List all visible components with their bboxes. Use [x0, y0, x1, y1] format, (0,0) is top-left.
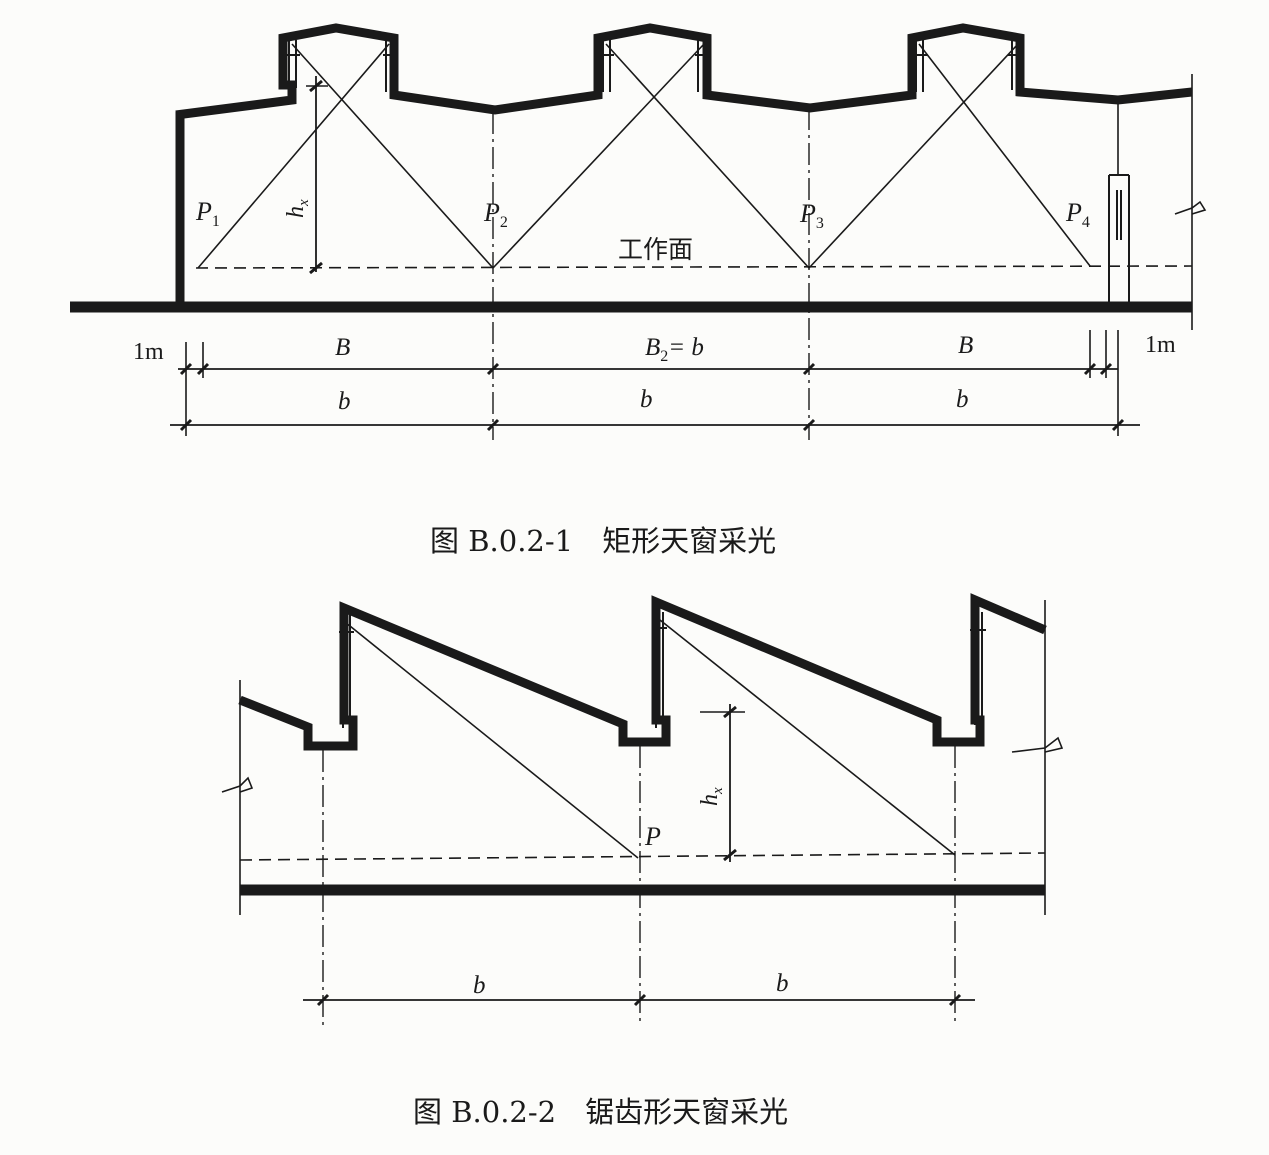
- point-label-p2: P2: [483, 198, 508, 231]
- point-label-p: P: [644, 822, 661, 851]
- work-plane-line: [195, 265, 1193, 269]
- dim-label-1m-right: 1m: [1145, 332, 1176, 358]
- break-mark-right: [1011, 736, 1064, 753]
- sight-lines: [197, 43, 1091, 269]
- sight-line: [344, 621, 639, 859]
- point-label-p3: P3: [799, 199, 824, 232]
- dim-label-bottom: b: [473, 972, 486, 999]
- dim-label-bottom: b: [776, 970, 789, 997]
- figure1-caption: 图 B.0.2-1 矩形天窗采光: [430, 524, 776, 558]
- work-plane-line: [239, 852, 1046, 861]
- dimension-lines: [303, 993, 975, 1007]
- dim-label-top: B: [335, 334, 350, 361]
- break-mark-right: [1174, 200, 1207, 215]
- column-right: [1108, 100, 1130, 302]
- dim-label-1m-left: 1m: [133, 339, 164, 365]
- work-plane-label: 工作面: [618, 235, 693, 264]
- height-label: hx: [697, 787, 726, 806]
- point-label-p4: P4: [1065, 198, 1090, 231]
- height-label: hx: [283, 199, 312, 218]
- dim-label-bottom: b: [338, 388, 351, 415]
- dim-label-top: B: [958, 332, 973, 359]
- dimension-lines: [170, 330, 1140, 436]
- point-label-p1: P1: [195, 197, 220, 230]
- height-dimension: [306, 76, 328, 275]
- skylight-frames: [339, 612, 986, 728]
- figure-rectangular-skylight: hx P1 P2 P3 P4 工作面: [70, 23, 1207, 558]
- figure-sawtooth-skylight: hx P b b 图 B.0.2-2 锯齿形天窗采光: [221, 593, 1064, 1129]
- dim-label-bottom: b: [956, 386, 969, 413]
- dim-label-top: B2= b: [645, 334, 704, 365]
- dim-label-bottom: b: [640, 386, 653, 413]
- break-mark-left: [221, 776, 254, 793]
- figure2-caption: 图 B.0.2-2 锯齿形天窗采光: [413, 1095, 788, 1129]
- height-dimension: [700, 704, 745, 862]
- roof-outline: [238, 593, 1047, 751]
- sight-line: [659, 619, 956, 856]
- roof-outline: [175, 23, 1193, 120]
